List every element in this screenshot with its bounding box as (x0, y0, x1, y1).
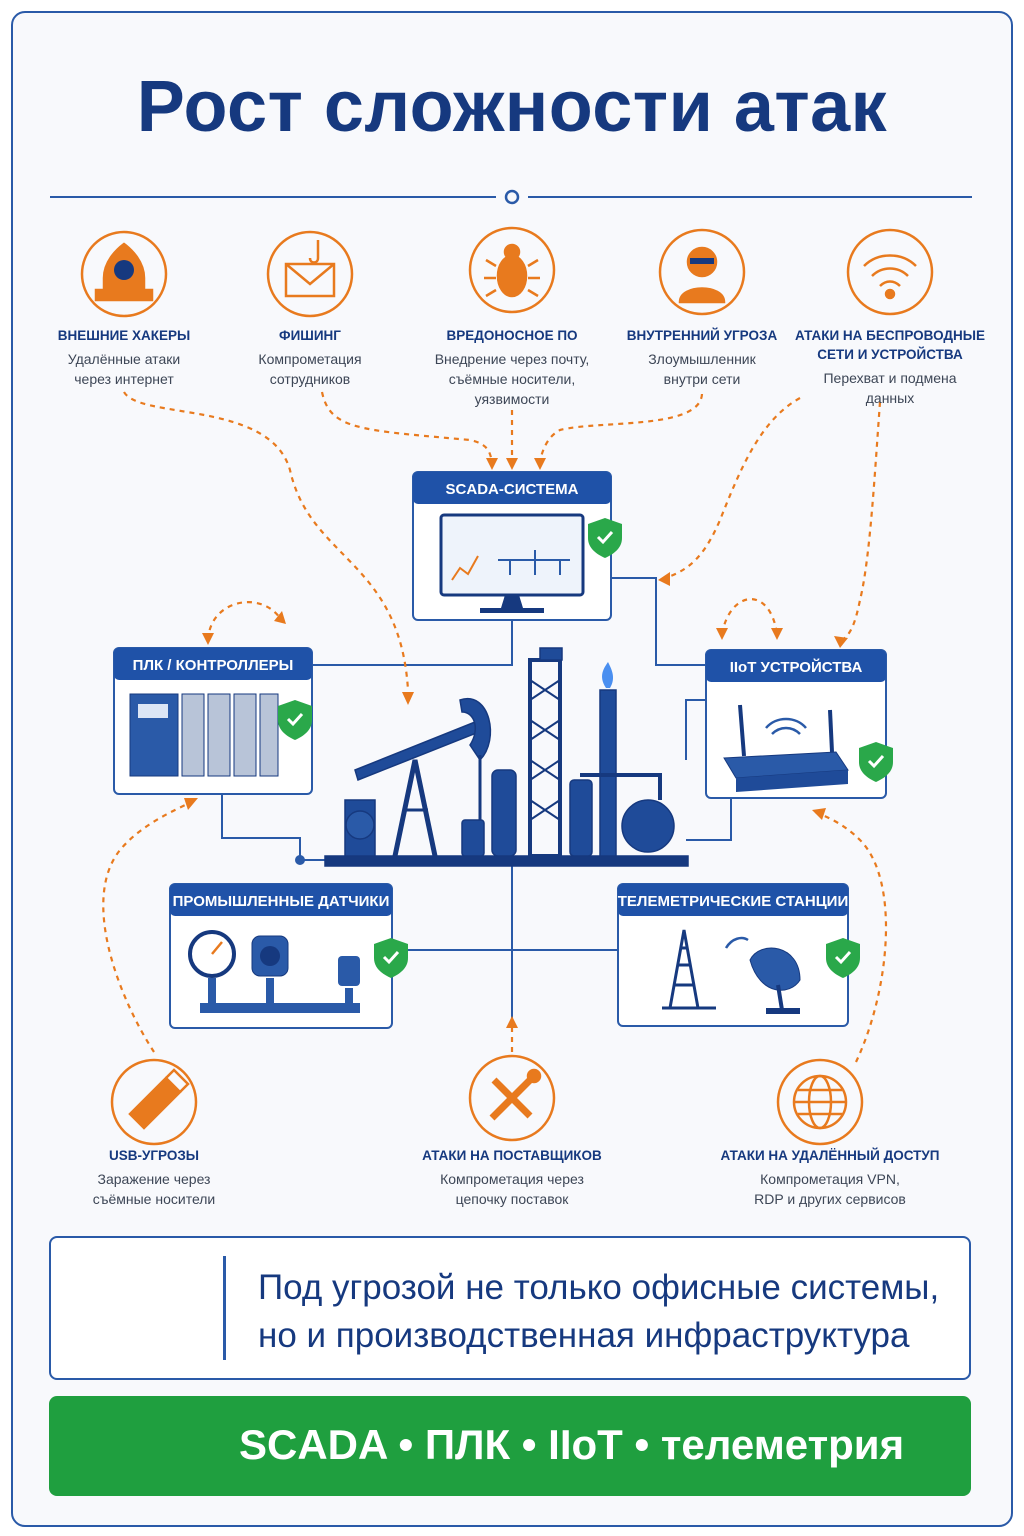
threat-name: АТАКИ НА ПОСТАВЩИКОВ (422, 1148, 602, 1163)
summary-banner: SCADA • ПЛК • IIoT • телеметрия (49, 1396, 971, 1496)
threat-name: ФИШИНГ (279, 328, 341, 343)
plc-rack-icon (129, 693, 279, 777)
hacker-icon (80, 230, 168, 318)
shield-check-icon (278, 700, 312, 740)
monitor-icon (439, 513, 585, 597)
scada-label: SCADA-СИСТЕМА (446, 481, 579, 498)
threat-name: АТАКИ НА БЕСПРОВОДНЫЕ СЕТИ И УСТРОЙСТВА (795, 328, 985, 362)
satellite-dish-icon (724, 936, 801, 1014)
threat-name: АТАКИ НА УДАЛЁННЫЙ ДОСТУП (720, 1148, 940, 1163)
globe-icon (776, 1058, 864, 1146)
insider-icon (658, 228, 746, 316)
phishing-icon (266, 230, 354, 318)
title-divider (50, 189, 972, 205)
threat-icons-top (80, 226, 934, 318)
attack-arrows (102, 391, 888, 1063)
telemetry-node: ТЕЛЕМЕТРИЧЕСКИЕ СТАНЦИИ (617, 883, 860, 1027)
threat-icons-bottom (110, 1054, 864, 1146)
shield-check-icon (374, 938, 408, 978)
tools-icon (468, 1054, 556, 1142)
page-title: Рост сложности атак (136, 67, 888, 147)
threat-name: USB-УГРОЗЫ (108, 1148, 200, 1163)
threat-malware: ВРЕДОНОСНОЕ ПО Внедрение через почту,съё… (397, 326, 627, 409)
warning-callout: Под угрозой не только офисные системы, н… (49, 1236, 971, 1380)
network-connections (221, 577, 732, 1022)
callout-text: Под угрозой не только офисные системы, н… (258, 1268, 940, 1355)
callout-divider (223, 1256, 226, 1360)
attack-arrowheads (184, 458, 848, 1028)
threat-description: Компрометация VPN,RDP и других сервисов (754, 1171, 906, 1207)
refinery-illustration (324, 647, 689, 867)
plc-label: ПЛК / КОНТРОЛЛЕРЫ (133, 657, 294, 674)
sensors-label: ПРОМЫШЛЕННЫЕ ДАТЧИКИ (173, 893, 390, 910)
shield-check-icon (859, 742, 893, 782)
threat-description: Внедрение через почту,съёмные носители,у… (434, 351, 590, 407)
iiot-node: IIoT УСТРОЙСТВА (705, 649, 893, 799)
shield-check-icon (588, 518, 622, 558)
banner-text: SCADA • ПЛК • IIoT • телеметрия (239, 1421, 905, 1468)
wifi-icon (846, 228, 934, 316)
bug-icon (468, 226, 556, 314)
oil-rig-icon (662, 929, 716, 1010)
threat-name: ВНЕШНИЕ ХАКЕРЫ (57, 328, 191, 343)
telemetry-label: ТЕЛЕМЕТРИЧЕСКИЕ СТАНЦИИ (618, 893, 849, 910)
router-icon (723, 704, 849, 792)
iiot-label: IIoT УСТРОЙСТВА (730, 658, 863, 676)
threat-wireless: АТАКИ НА БЕСПРОВОДНЫЕ СЕТИ И УСТРОЙСТВА … (785, 326, 995, 408)
plc-node: ПЛК / КОНТРОЛЛЕРЫ (113, 647, 313, 795)
usb-icon (110, 1058, 198, 1146)
sensor-gauges-icon (188, 930, 360, 1013)
shield-check-icon (826, 938, 860, 978)
threat-supply-chain: АТАКИ НА ПОСТАВЩИКОВ Компрометация через… (387, 1146, 637, 1209)
threat-name: ВРЕДОНОСНОЕ ПО (446, 328, 578, 343)
threat-name: ВНУТРЕННИЙ УГРОЗА (626, 328, 778, 343)
threat-remote-access: АТАКИ НА УДАЛЁННЫЙ ДОСТУП Компрометация … (700, 1146, 960, 1209)
sensors-node: ПРОМЫШЛЕННЫЕ ДАТЧИКИ (169, 883, 408, 1029)
scada-node: SCADA-СИСТЕМА (412, 471, 622, 621)
